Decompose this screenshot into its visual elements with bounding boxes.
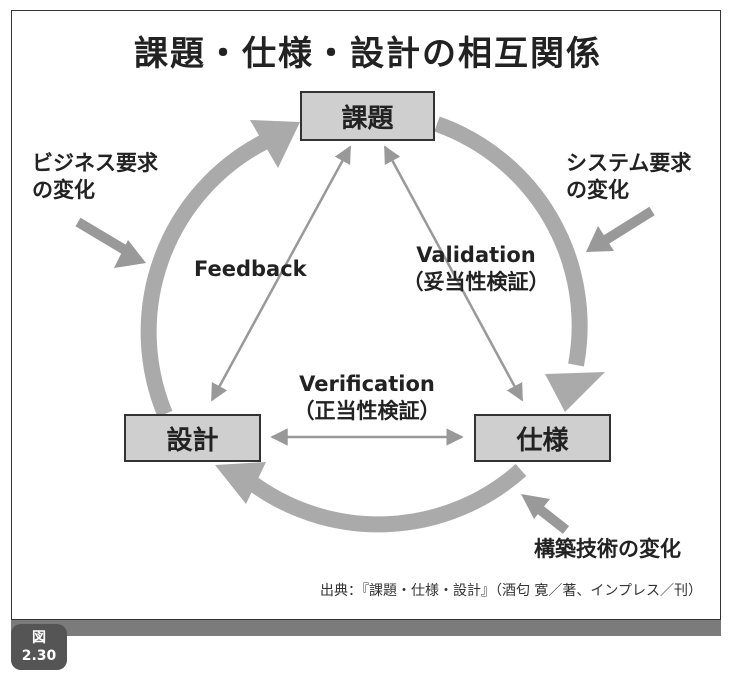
verification-label: Verification （正当性検証） [282,371,452,425]
business-change-line2: の変化 [32,178,95,202]
cycle-arrowhead-sekkei [215,462,266,504]
business-change-label: ビジネス要求 の変化 [32,150,158,204]
feedback-label: Feedback [194,257,307,281]
system-change-arrowhead [586,226,614,252]
figure-label: 図 [32,630,46,646]
tech-change-label: 構築技術の変化 [534,537,681,561]
business-change-arrowhead [114,240,146,268]
system-change-line1: システム要求 [566,151,692,175]
system-change-arrow [601,206,655,246]
feedback-arrow [210,145,352,402]
figure-badge: 図 2.30 [11,624,67,670]
tech-change-arrow [534,504,570,534]
cycle-arrow-shiyou-to-sekkei [243,464,527,533]
cycle-arrowhead-kadai [250,120,300,168]
validation-arrow [383,145,524,402]
verification-label-en: Verification [299,372,435,396]
node-sekkei: 設計 [124,414,261,462]
validation-label-ja: （妥当性検証） [402,270,550,294]
cycle-arrow-kadai-to-shiyou [434,116,588,367]
verification-label-ja: （正当性検証） [293,399,441,423]
system-change-label: システム要求 の変化 [566,150,691,204]
validation-label-en: Validation [416,243,536,267]
source-citation: 出典：『課題・仕様・設計』（酒匂 寛／著、インプレス／刊） [319,583,702,599]
cycle-arrowhead-shiyou [545,372,605,412]
node-shiyou: 仕様 [474,414,611,462]
diagram-title: 課題・仕様・設計の相互関係 [134,34,602,74]
figure-number: 2.30 [21,648,57,664]
figure-bottom-bar [11,620,721,636]
tech-change-arrowhead [521,494,550,519]
business-change-arrow [75,217,133,258]
business-change-line1: ビジネス要求 [32,151,158,175]
node-kadai: 課題 [300,91,435,141]
system-change-line2: の変化 [566,178,629,202]
validation-label: Validation （妥当性検証） [396,242,556,296]
